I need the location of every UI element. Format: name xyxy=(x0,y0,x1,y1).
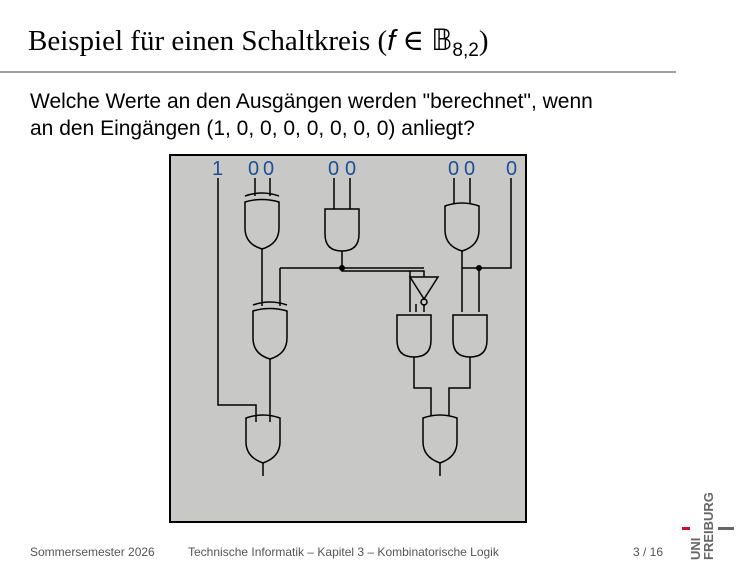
title-text: Beispiel für einen Schaltkreis ( xyxy=(28,25,388,57)
input-label-6: 0 xyxy=(448,158,459,180)
input-label-8: 0 xyxy=(506,158,517,180)
footer-course: Technische Informatik – Kapitel 3 – Komb… xyxy=(188,545,499,559)
junction-right xyxy=(476,265,482,271)
or-gate-1 xyxy=(444,202,480,252)
logo-accent-right xyxy=(718,527,734,530)
title-function-symbol: f xyxy=(387,25,396,57)
logo-accent-left xyxy=(682,527,690,530)
input-label-2: 0 xyxy=(248,158,259,180)
title-element-of: ∈ xyxy=(395,25,432,57)
logo-text-freiburg: FREIBURG xyxy=(701,492,716,560)
and-gate-1 xyxy=(324,208,360,252)
circuit-diagram: 1 0 0 0 0 0 0 0 xyxy=(169,154,527,523)
and-gate-3 xyxy=(452,314,488,358)
and-gate-2 xyxy=(396,314,432,358)
input-label-1: 1 xyxy=(212,158,223,180)
title-divider xyxy=(0,71,676,73)
title-subscript: 8,2 xyxy=(452,40,479,61)
xor-gate-2 xyxy=(252,307,288,360)
footer-semester: Sommersemester 2026 xyxy=(30,545,155,559)
wire-and2-out xyxy=(413,357,432,416)
not-gate xyxy=(408,276,440,301)
input-label-3: 0 xyxy=(263,158,274,180)
xor-gate-2-arc xyxy=(252,301,288,306)
footer-page-number: 3 / 16 xyxy=(633,545,664,559)
slide-title: Beispiel für einen Schaltkreis (f ∈ 𝔹8,2… xyxy=(28,22,489,69)
input-label-4: 0 xyxy=(328,158,339,180)
question-line-1: Welche Werte an den Ausgängen werden "be… xyxy=(30,90,593,113)
wire-and3-out xyxy=(448,357,471,416)
wire-input-1 xyxy=(217,178,257,422)
title-close-paren: ) xyxy=(478,25,489,57)
or-gate-2 xyxy=(245,414,281,464)
input-label-5: 0 xyxy=(345,158,356,180)
question-text: Welche Werte an den Ausgängen werden "be… xyxy=(30,88,680,142)
university-logo: FREIBURG UNI xyxy=(682,492,734,560)
circuit-background xyxy=(169,154,527,523)
not-gate-bubble xyxy=(420,298,428,306)
or-gate-3 xyxy=(422,414,458,464)
title-boolean-set: 𝔹 xyxy=(431,23,453,57)
xor-gate-1 xyxy=(244,198,280,250)
input-label-7: 0 xyxy=(464,158,475,180)
wire-input-8 xyxy=(478,178,512,312)
question-line-2: an den Eingängen (1, 0, 0, 0, 0, 0, 0, 0… xyxy=(30,117,475,140)
xor-gate-1-arc xyxy=(244,192,280,197)
junction-bus xyxy=(339,265,345,271)
logo-text-uni: UNI xyxy=(688,538,703,560)
